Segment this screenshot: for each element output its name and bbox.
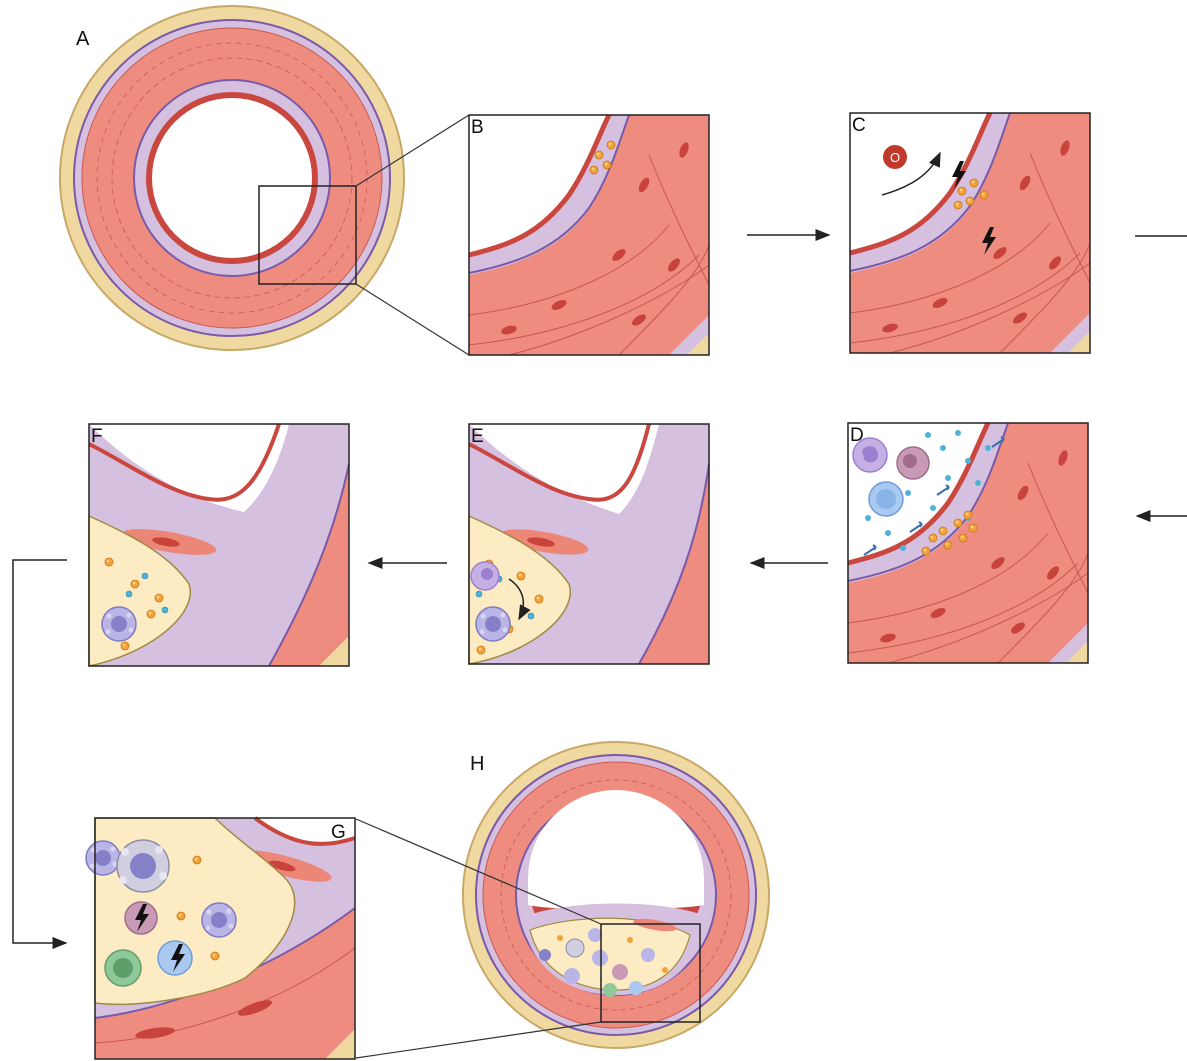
panel-d-label: D [850,425,864,446]
panel-g: G [86,818,355,1059]
lymphocyte-cell [869,482,903,516]
green-lymphocyte [105,950,141,986]
panel-d: D [848,423,1088,663]
panel-h-label: H [470,753,484,775]
connector-f-to-g [13,560,67,943]
svg-text:O: O [890,150,900,165]
panel-f-label: F [91,426,103,447]
panel-g-label: G [331,822,346,843]
panel-a: A [60,6,469,355]
damaged-lymphocyte [158,941,192,975]
panel-f: F [89,424,349,666]
monocyte-cell [471,562,499,590]
panel-a-label: A [76,28,90,50]
panel-e-label: E [471,426,484,447]
panel-c-label: C [852,115,866,136]
oxidation-marker: O [883,145,907,169]
panel-c: O C [850,113,1090,353]
macrophage-cell [476,607,510,641]
panel-b-label: B [471,117,484,138]
lipid-laden-foam-cell [117,840,169,892]
panel-b: B [469,115,709,355]
foam-cell [86,841,120,875]
foam-cell [102,607,136,641]
panel-e: E [469,424,709,664]
neutrophil-cell [897,447,929,479]
artery-lumen [152,98,312,258]
foam-cell [202,903,236,937]
panel-h: H [356,742,769,1058]
damaged-neutrophil [125,902,157,934]
